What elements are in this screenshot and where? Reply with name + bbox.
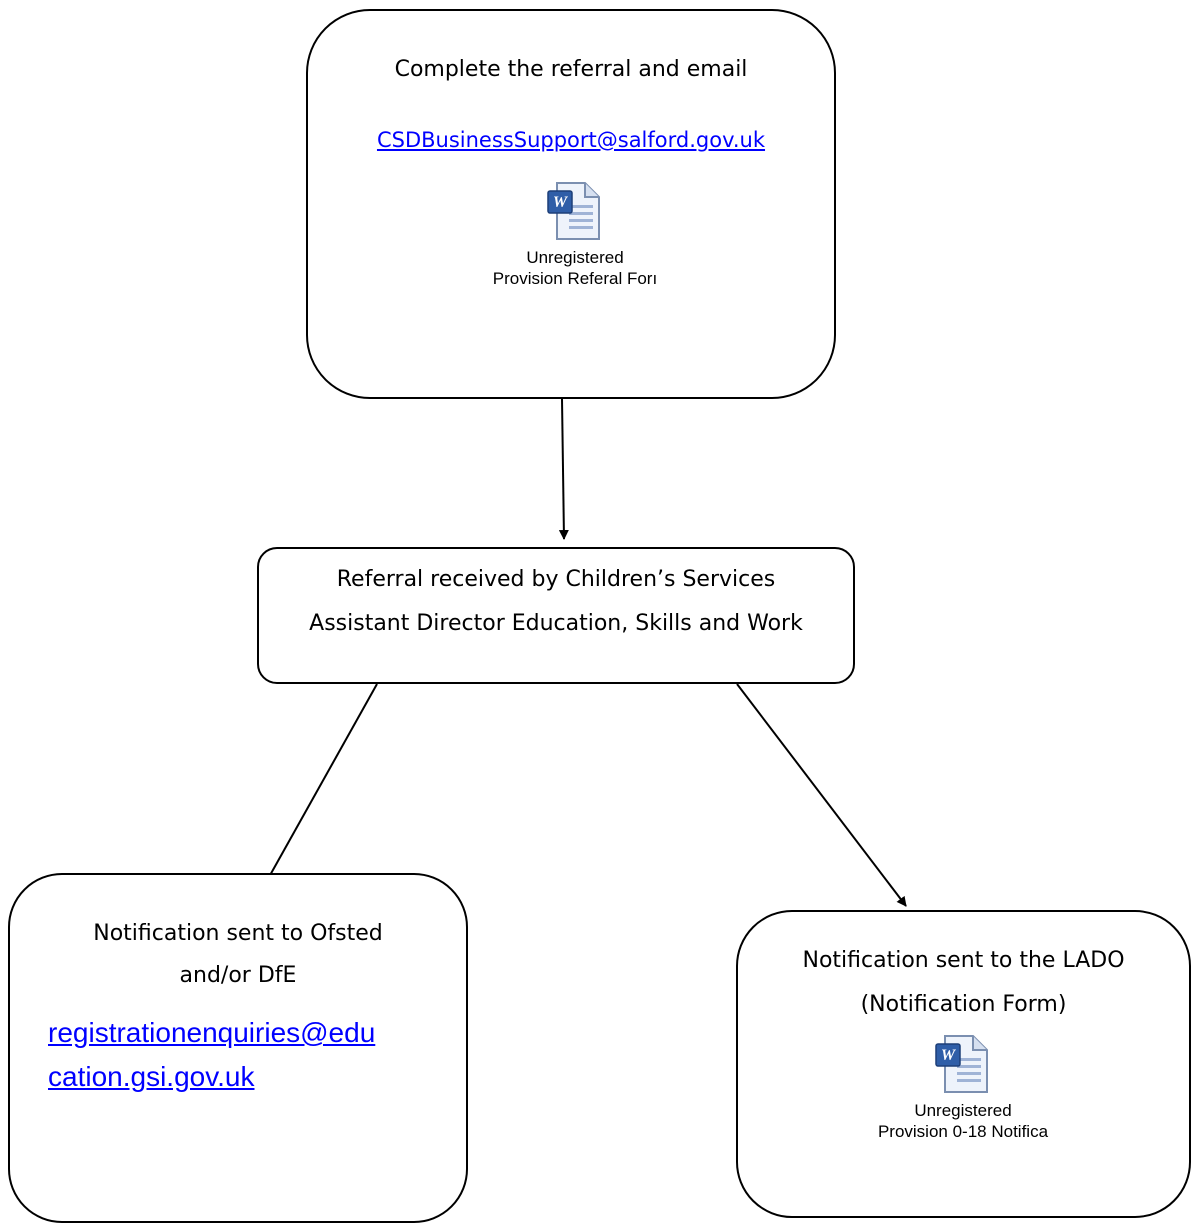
- svg-text:W: W: [941, 1047, 957, 1064]
- attachment-caption-line1: Unregistered: [526, 248, 624, 267]
- word-document-icon: W: [547, 182, 600, 240]
- node-text-line1: Referral received by Children’s Services: [336, 567, 776, 592]
- attachment-referral-form[interactable]: W Unregistered Provision Referal Forı: [465, 179, 685, 289]
- attachment-caption-line1: Unregistered: [914, 1101, 1012, 1120]
- word-document-icon: W: [935, 1035, 988, 1093]
- node-text-line1: Notification sent to Ofsted: [93, 921, 383, 946]
- arrow-middle-to-right: [736, 683, 907, 907]
- node-text: Complete the referral and email: [394, 57, 748, 82]
- arrow-top-to-middle: [558, 398, 569, 540]
- node-text-line1: Notification sent to the LADO: [802, 948, 1125, 973]
- email-link-registration-enquiries[interactable]: registrationenquiries@edu cation.gsi.gov…: [48, 1011, 448, 1099]
- email-link-part1: registrationenquiries@edu: [48, 1017, 376, 1048]
- attachment-caption-line2: Provision 0-18 Notifica: [877, 1122, 1049, 1141]
- node-referral-received: Referral received by Children’s Services…: [257, 547, 855, 684]
- node-text-line2: and/or DfE: [179, 963, 297, 988]
- attachment-notification-form[interactable]: W Unregistered Provision 0-18 Notifica: [853, 1032, 1073, 1142]
- node-complete-referral: Complete the referral and email CSDBusin…: [306, 9, 836, 399]
- node-notify-lado: Notification sent to the LADO (Notificat…: [736, 910, 1191, 1218]
- attachment-caption-line2: Provision Referal Forı: [492, 269, 658, 288]
- node-text-line2: (Notification Form): [860, 992, 1067, 1017]
- email-link-part2: cation.gsi.gov.uk: [48, 1061, 255, 1092]
- node-text-line2: Assistant Director Education, Skills and…: [309, 611, 803, 636]
- svg-text:W: W: [553, 194, 569, 211]
- node-notify-ofsted: Notification sent to Ofsted and/or DfE r…: [8, 873, 468, 1223]
- email-link-business-support[interactable]: CSDBusinessSupport@salford.gov.uk: [376, 128, 766, 152]
- arrow-middle-to-left: [263, 683, 378, 887]
